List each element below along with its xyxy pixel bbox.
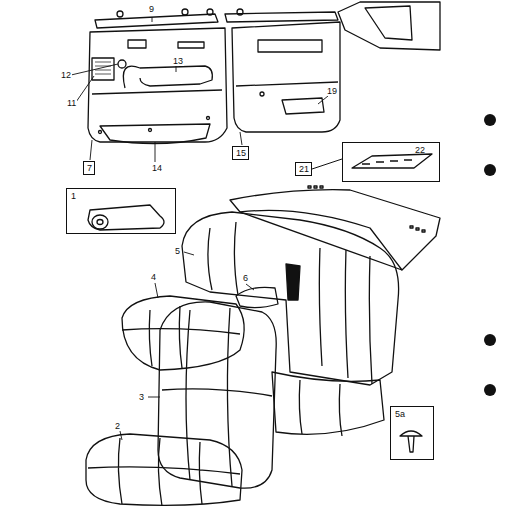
inset-box: 1 <box>66 188 176 234</box>
callout-number: 5 <box>174 247 181 256</box>
callout-number: 12 <box>60 71 72 80</box>
callout-number: 6 <box>242 274 249 283</box>
callout-number: 2 <box>114 422 121 431</box>
callout-number: 5a <box>395 410 405 419</box>
callout-number: 3 <box>138 393 145 402</box>
boxed-callout: 7 <box>83 161 95 175</box>
callout-number: 1 <box>71 192 76 201</box>
callout-number: 14 <box>151 164 163 173</box>
leader-line <box>312 159 342 169</box>
callout-number: 7 <box>87 164 91 173</box>
callout-number: 21 <box>299 165 308 174</box>
boxed-callout: 21 <box>295 162 312 176</box>
boxed-callout: 15 <box>232 146 249 160</box>
callout-number: 11 <box>66 99 77 108</box>
callout-number: 13 <box>172 57 184 66</box>
inset-box: 5a <box>390 406 434 460</box>
callout-number: 19 <box>326 87 338 96</box>
callout-number: 4 <box>150 273 157 282</box>
callout-number: 15 <box>236 149 245 158</box>
callout-number: 9 <box>148 5 155 14</box>
inset-box: 22 <box>342 142 440 182</box>
callout-number: 22 <box>415 146 425 155</box>
